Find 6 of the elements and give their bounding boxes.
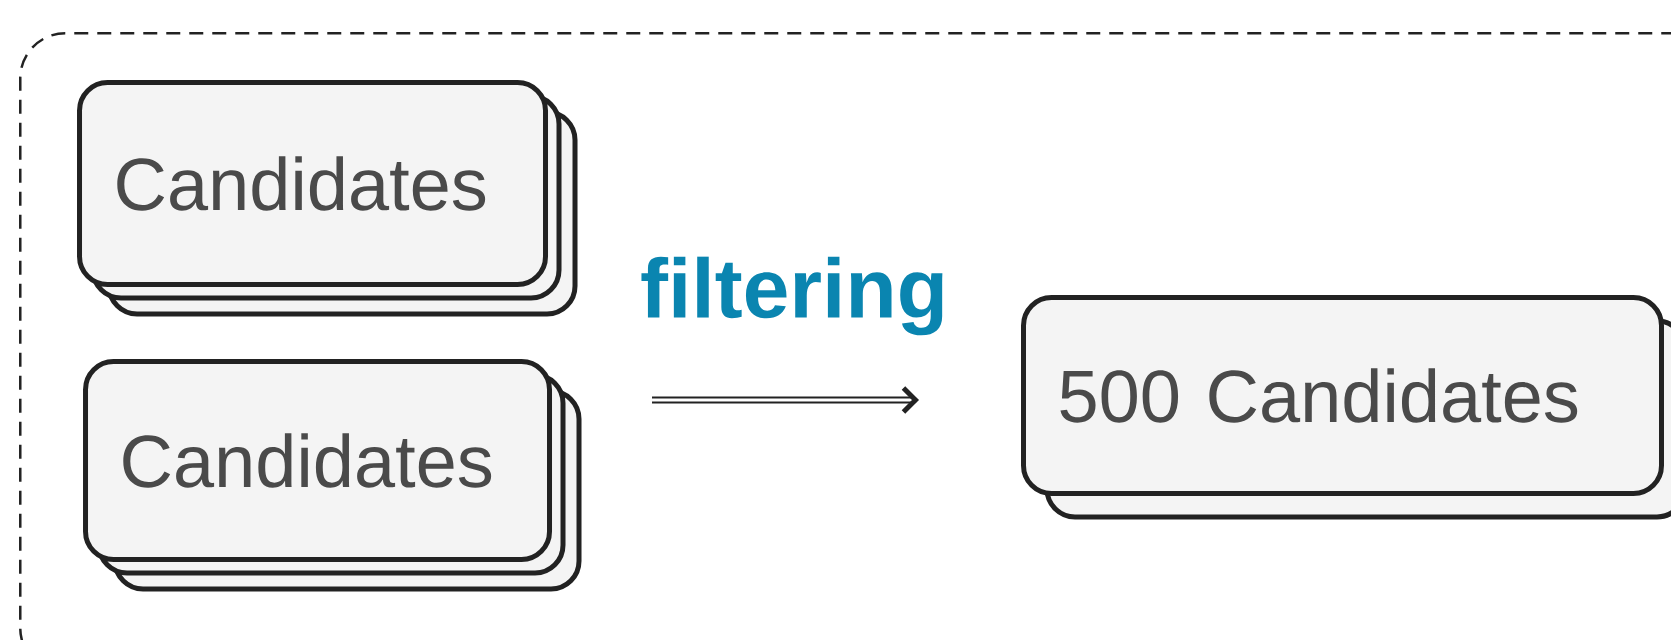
dashed-group-box [19,32,1671,640]
stacked-box: Candidates [77,80,578,317]
stacked-box: Candidates [83,359,582,592]
edge-label: filtering [641,256,943,336]
double-arrow [652,386,919,414]
stacked-box: 500 Candidates [1021,295,1671,520]
